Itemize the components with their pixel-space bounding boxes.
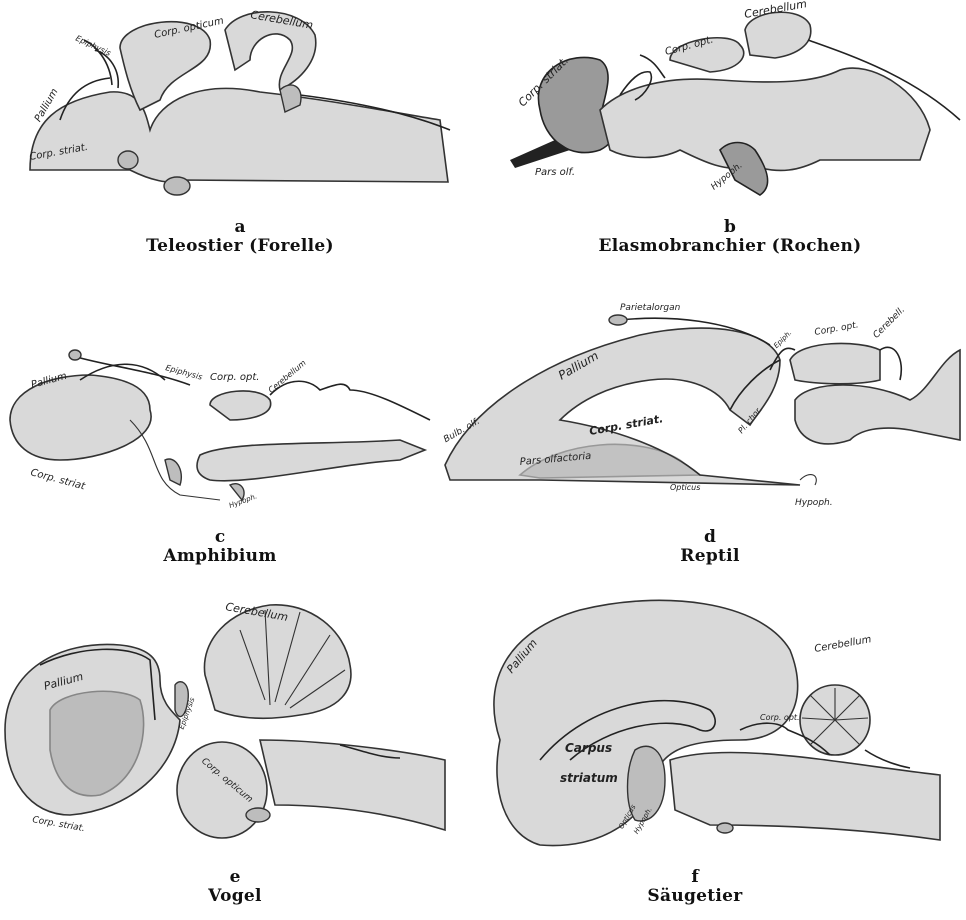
panel-b-elasmobranchier: Corp. striat. Corp. opt. Cerebellum Pars… <box>490 0 966 270</box>
svg-text:Epiph.: Epiph. <box>772 329 793 350</box>
label-epiphysis: Epiphysis <box>74 34 112 58</box>
svg-text:Cerebellum: Cerebellum <box>267 358 308 395</box>
caption-name: Elasmobranchier (Rochen) <box>530 237 930 256</box>
caption-letter: e <box>110 868 360 887</box>
caption-name: Amphibium <box>90 547 350 566</box>
caption-letter: f <box>570 868 820 887</box>
label-corp-opt: Corp. opt. <box>210 372 259 383</box>
panel-a-teleostier: Pallium Epiphysis Corp. opticum Cerebell… <box>0 0 470 270</box>
drawing-elasmobranchier-brain: Corp. striat. Corp. opt. Cerebellum Pars… <box>490 0 966 205</box>
drawing-amphibium-brain: Pallium Epiphysis Corp. opt. Cerebellum … <box>0 290 440 515</box>
caption-name: Säugetier <box>570 887 820 906</box>
panel-f-saeugetier: Pallium Cerebellum Corp. opt. Carpus str… <box>470 590 966 920</box>
caption-f: f Säugetier <box>570 868 820 906</box>
label-corp-striat: Corp. striat <box>29 467 87 492</box>
svg-text:Corp. opt.: Corp. opt. <box>814 320 860 338</box>
label-corp-striat: Corp. striat. <box>31 815 85 834</box>
label-cerebellum: Cerebellum <box>814 634 873 655</box>
label-corp-striat: Corp. striat. <box>588 412 664 438</box>
caption-letter: d <box>580 528 840 547</box>
svg-text:Carpus: Carpus <box>565 741 612 755</box>
svg-text:Corp. opt.: Corp. opt. <box>760 713 800 722</box>
caption-b: b Elasmobranchier (Rochen) <box>530 218 930 256</box>
caption-d: d Reptil <box>580 528 840 566</box>
svg-text:Opticus: Opticus <box>670 483 700 492</box>
svg-text:Corp. striat: Corp. striat <box>29 467 87 492</box>
panel-c-amphibium: Pallium Epiphysis Corp. opt. Cerebellum … <box>0 290 440 570</box>
label-striatum: striatum <box>560 771 618 785</box>
caption-e: e Vogel <box>110 868 360 906</box>
drawing-reptil-brain: Parietalorgan Epiph. Corp. opt. Cerebell… <box>440 290 966 515</box>
panel-d-reptil: Parietalorgan Epiph. Corp. opt. Cerebell… <box>440 290 966 570</box>
label-corp-opt: Corp. opt. <box>814 320 860 338</box>
drawing-saeugetier-brain: Pallium Cerebellum Corp. opt. Carpus str… <box>470 590 966 858</box>
svg-text:Epiphysis: Epiphysis <box>74 34 112 58</box>
label-corp-opt: Corp. opt. <box>760 713 800 722</box>
caption-letter: c <box>90 528 350 547</box>
caption-letter: b <box>530 218 930 237</box>
label-pars-olf: Pars olf. <box>535 167 575 178</box>
svg-text:Cerebell.: Cerebell. <box>872 305 907 340</box>
caption-name: Reptil <box>580 547 840 566</box>
caption-c: c Amphibium <box>90 528 350 566</box>
label-parietalorgan: Parietalorgan <box>620 303 681 313</box>
svg-text:Parietalorgan: Parietalorgan <box>620 303 681 313</box>
label-cerebellum: Cerebellum <box>267 358 308 395</box>
caption-name: Teleostier (Forelle) <box>110 237 370 256</box>
panel-e-vogel: Pallium Cerebellum Epiphysis Corp. optic… <box>0 590 470 920</box>
svg-text:Corp. opt.: Corp. opt. <box>210 372 259 383</box>
svg-text:Hypoph.: Hypoph. <box>795 498 833 508</box>
drawing-teleostier-brain: Pallium Epiphysis Corp. opticum Cerebell… <box>0 0 470 200</box>
svg-text:Corp. striat.: Corp. striat. <box>31 815 85 834</box>
caption-name: Vogel <box>110 887 360 906</box>
svg-text:striatum: striatum <box>560 771 618 785</box>
label-epiph: Epiph. <box>772 329 793 350</box>
label-cerebell: Cerebell. <box>872 305 907 340</box>
caption-a: a Teleostier (Forelle) <box>110 218 370 256</box>
label-hypoph: Hypoph. <box>795 498 833 508</box>
label-carpus: Carpus <box>565 741 612 755</box>
svg-text:Cerebellum: Cerebellum <box>814 634 873 655</box>
svg-text:Pars olf.: Pars olf. <box>535 167 575 178</box>
label-opticus: Opticus <box>670 483 700 492</box>
svg-text:Corp. striat.: Corp. striat. <box>588 412 664 438</box>
caption-letter: a <box>110 218 370 237</box>
drawing-vogel-brain: Pallium Cerebellum Epiphysis Corp. optic… <box>0 590 470 850</box>
